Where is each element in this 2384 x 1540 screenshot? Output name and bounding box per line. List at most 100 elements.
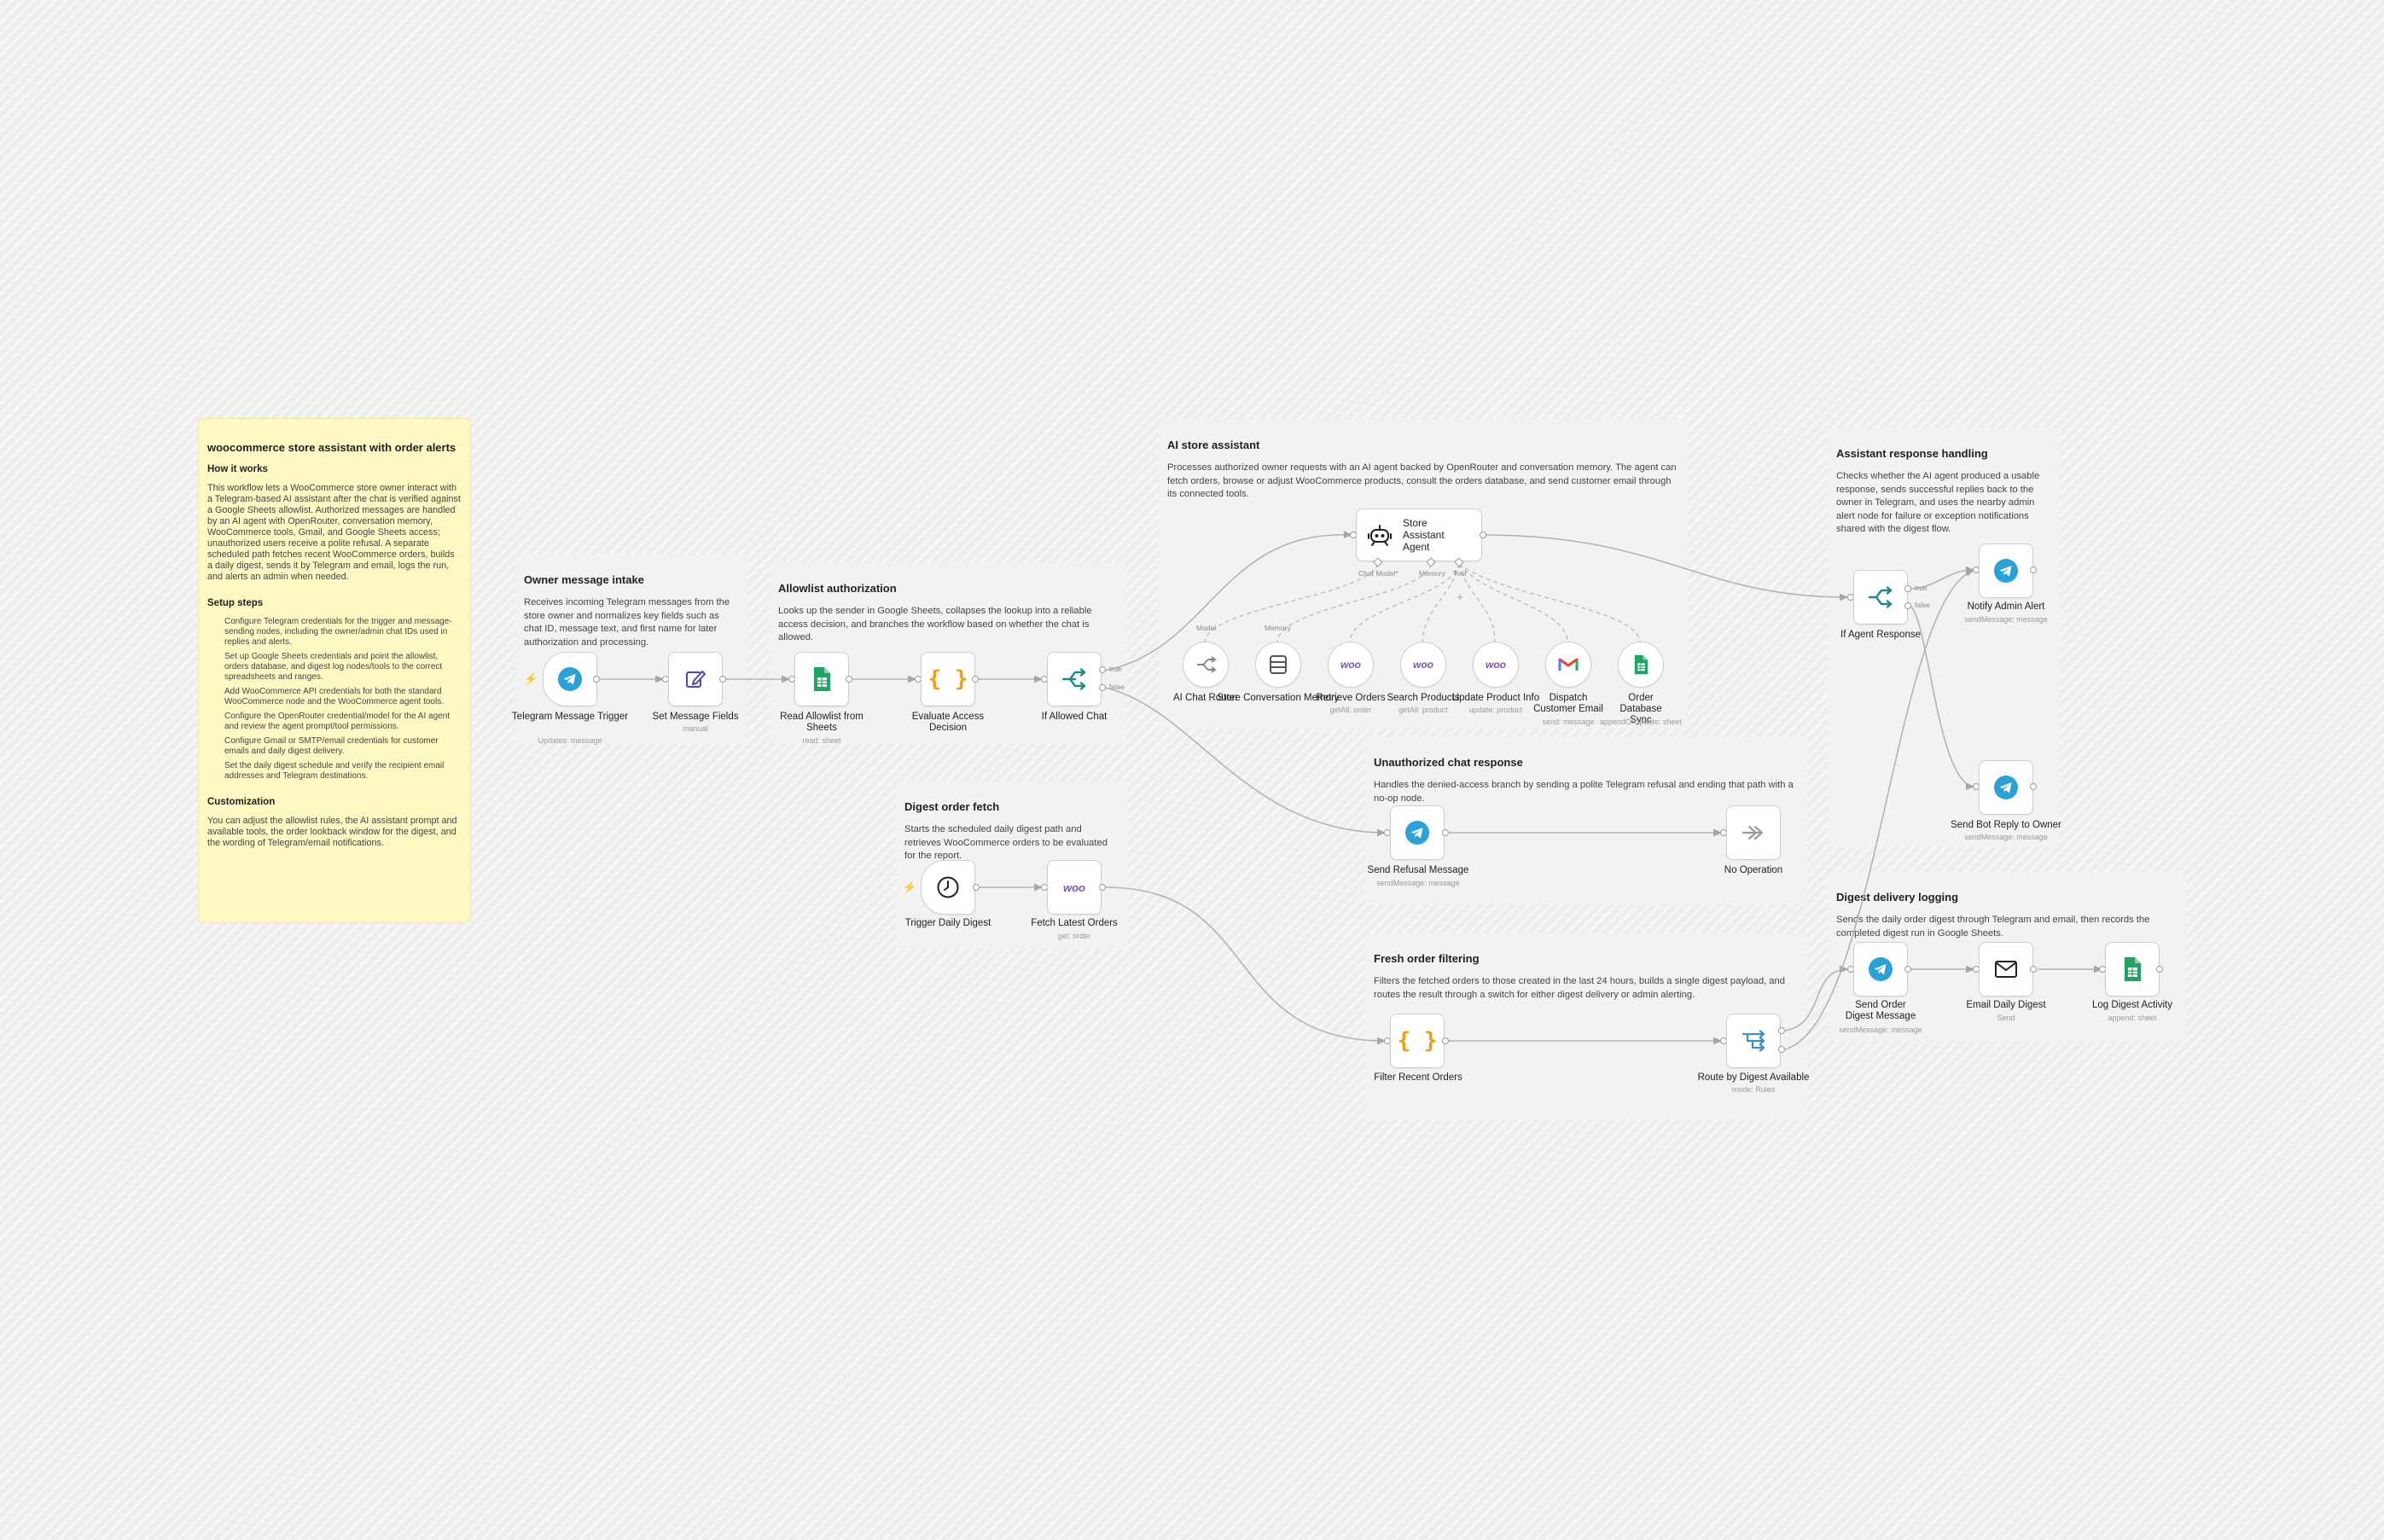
node-store-conversation-memory[interactable] [1255, 642, 1301, 688]
node-no-operation[interactable] [1726, 805, 1781, 860]
output-port[interactable] [1442, 829, 1449, 836]
telegram-icon [1994, 776, 2018, 799]
node-subtitle: Updates: message [538, 736, 602, 745]
ai-connection [1422, 563, 1460, 642]
node-label: Evaluate Access Decision [911, 712, 985, 733]
woo-icon: woo [1063, 880, 1085, 894]
output-port[interactable] [1480, 532, 1486, 538]
woo-icon: woo [1486, 659, 1506, 671]
output-label-false: false [1109, 683, 1125, 691]
node-read-allowlist-from-sheets[interactable] [794, 652, 849, 706]
code-braces-icon: { } [1397, 1028, 1438, 1054]
group-title: Digest delivery logging [1836, 891, 1959, 904]
node-set-message-fields[interactable] [668, 652, 723, 706]
node-if-allowed-chat[interactable] [1047, 652, 1102, 706]
output-port[interactable] [972, 676, 979, 683]
output-port[interactable] [1099, 884, 1106, 891]
node-label: Store Conversation Memory [1217, 693, 1340, 703]
trigger-bolt-icon: ⚡ [524, 672, 538, 685]
node-send-refusal-message[interactable] [1390, 805, 1445, 860]
group-description: Sends the daily order digest through Tel… [1836, 915, 2150, 939]
node-label: Route by Digest Available [1697, 1072, 1810, 1083]
google-sheets-icon [2125, 957, 2141, 981]
node-trigger-daily-digest[interactable] [921, 860, 975, 915]
node-route-by-digest-available[interactable] [1726, 1014, 1781, 1068]
pencil-icon [686, 671, 706, 688]
setup-step: Add WooCommerce API credentials for both… [224, 687, 444, 706]
output-port[interactable] [2156, 966, 2163, 973]
connection [1784, 965, 1849, 1032]
customization-text: You can adjust the allowlist rules, the … [207, 816, 457, 848]
node-search-products[interactable]: woo [1400, 642, 1446, 688]
node-label: Trigger Daily Digest [904, 918, 991, 928]
node-ai-chat-router[interactable] [1183, 642, 1229, 688]
output-port-0[interactable] [1778, 1027, 1785, 1034]
output-port[interactable] [2030, 783, 2037, 790]
robot-icon [1368, 525, 1392, 546]
output-port-true[interactable] [1904, 585, 1911, 592]
node-subtitle: mode: Rules [1731, 1085, 1776, 1094]
node-subtitle: sendMessage: message [1964, 833, 2048, 841]
output-port[interactable] [846, 676, 852, 683]
group-description: Starts the scheduled daily digest path a… [904, 824, 1108, 861]
node-subtitle: Send [1997, 1014, 2015, 1022]
node-send-order-digest-message[interactable] [1853, 942, 1908, 997]
group-description: Processes authorized owner requests with… [1167, 462, 1677, 499]
node-evaluate-access-decision[interactable]: { } [921, 652, 975, 706]
setup-step: Configure the OpenRouter credential/mode… [224, 712, 451, 731]
output-port[interactable] [973, 884, 980, 891]
group-owner-message-intake[interactable]: Owner message intake Receives incoming T… [515, 555, 747, 744]
node-dispatch-customer-email[interactable] [1545, 642, 1591, 688]
group-title: AI store assistant [1167, 439, 1260, 451]
output-port[interactable] [1904, 966, 1911, 973]
output-port-false[interactable] [1904, 602, 1911, 609]
ai-connection [1349, 563, 1460, 642]
output-port-false[interactable] [1099, 684, 1106, 691]
setup-steps-list: Configure Telegram credentials for the t… [207, 617, 462, 782]
node-update-product-info[interactable]: woo [1473, 642, 1519, 688]
node-send-bot-reply-to-owner[interactable] [1979, 760, 2033, 815]
node-order-database-sync[interactable] [1618, 642, 1664, 688]
output-port[interactable] [1442, 1037, 1449, 1044]
output-port[interactable] [2030, 567, 2037, 573]
group-title: Allowlist authorization [778, 582, 897, 595]
node-label: Send Order Digest Message [1845, 1000, 1916, 1021]
output-label-false: false [1915, 601, 1930, 609]
node-label: Store Assistant Agent [1403, 517, 1445, 553]
node-store-assistant-agent[interactable]: Store Assistant Agent [1356, 508, 1482, 561]
output-port-true[interactable] [1099, 666, 1106, 673]
clock-icon [937, 876, 959, 898]
node-fetch-latest-orders[interactable]: woo [1047, 860, 1102, 915]
node-retrieve-orders[interactable]: woo [1328, 642, 1374, 688]
setup-step: Configure Gmail or SMTP/email credential… [224, 736, 439, 756]
output-port[interactable] [719, 676, 726, 683]
node-log-digest-activity[interactable] [2105, 942, 2160, 997]
sticky-title: woocommerce store assistant with order a… [207, 441, 456, 454]
output-port[interactable] [593, 676, 600, 683]
group-title: Unauthorized chat response [1374, 756, 1523, 769]
output-port-1[interactable] [1778, 1046, 1785, 1053]
node-filter-recent-orders[interactable]: { } [1390, 1014, 1445, 1068]
group-description: Filters the fetched orders to those crea… [1374, 976, 1785, 1000]
node-subtitle: appendOrUpdate: sheet [1599, 718, 1683, 726]
node-telegram-message-trigger[interactable] [543, 652, 597, 706]
node-notify-admin-alert[interactable] [1979, 543, 2033, 598]
sticky-note[interactable]: woocommerce store assistant with order a… [198, 418, 471, 923]
connection [1784, 569, 1975, 1050]
node-if-agent-response[interactable] [1853, 570, 1908, 625]
add-tool-plus-icon[interactable]: + [1457, 590, 1463, 603]
output-label-true: true [1109, 665, 1122, 673]
woo-icon: woo [1413, 659, 1433, 671]
node-label: If Agent Response [1840, 630, 1921, 640]
node-subtitle: sendMessage: message [1376, 879, 1460, 887]
node-subtitle: get: order [1057, 932, 1091, 940]
node-email-daily-digest[interactable] [1979, 942, 2033, 997]
node-label: Dispatch Customer Email [1533, 693, 1603, 714]
node-subtitle: read: sheet [802, 736, 841, 745]
database-icon [1270, 655, 1287, 674]
node-subtitle: update: product [1468, 706, 1523, 714]
node-label: Notify Admin Alert [1967, 601, 2045, 612]
output-port[interactable] [2030, 966, 2037, 973]
